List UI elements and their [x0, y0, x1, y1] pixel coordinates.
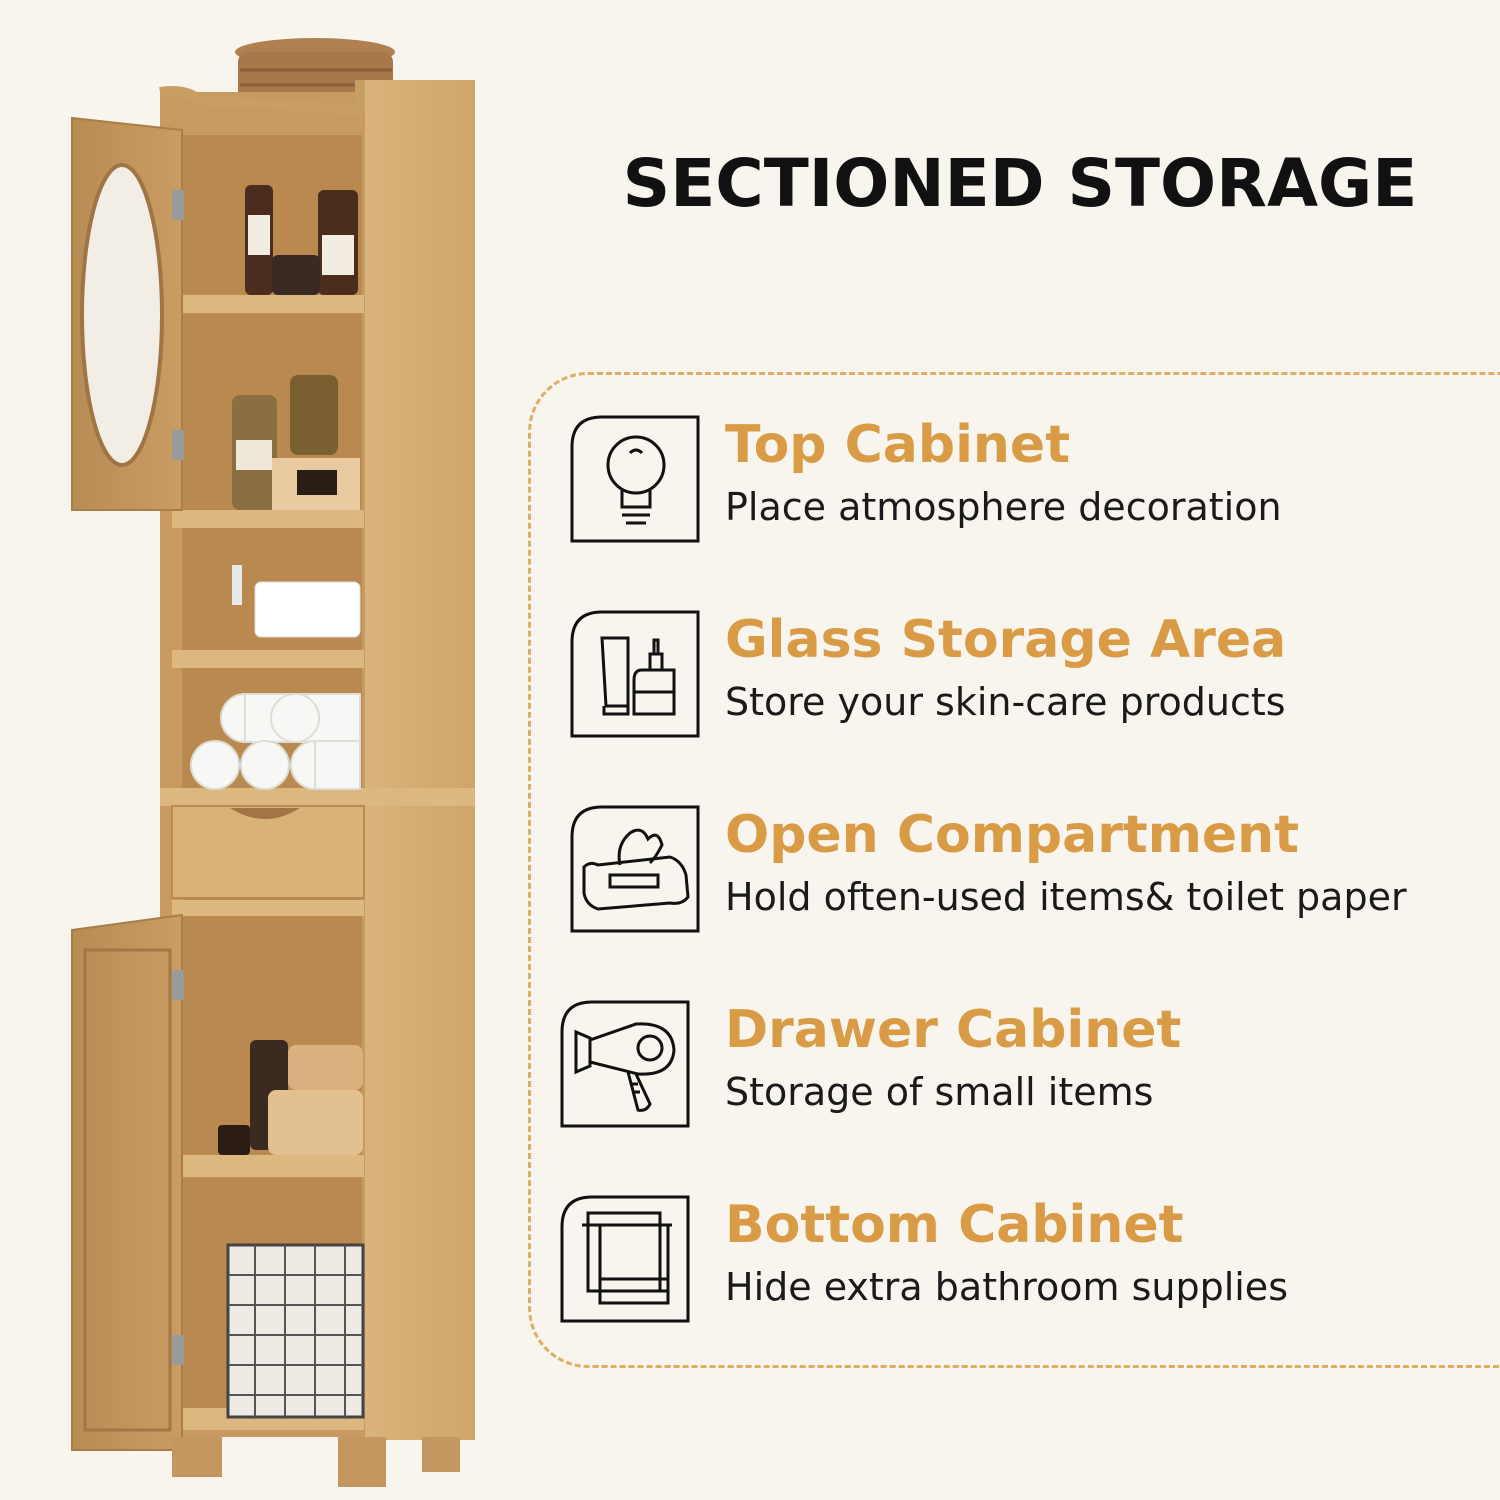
- light-bulb-icon: [570, 415, 700, 545]
- feature-description: Place atmosphere decoration: [725, 485, 1282, 529]
- feature-bottom-cabinet: Bottom Cabinet Hide extra bathroom suppl…: [560, 1195, 1500, 1335]
- feature-description: Storage of small items: [725, 1070, 1154, 1114]
- feature-title: Drawer Cabinet: [725, 1000, 1182, 1060]
- feature-title: Top Cabinet: [725, 415, 1071, 475]
- skincare-bottles-icon: [570, 610, 700, 740]
- feature-drawer-cabinet: Drawer Cabinet Storage of small items: [560, 1000, 1500, 1140]
- feature-description: Hide extra bathroom supplies: [725, 1265, 1288, 1309]
- feature-open-compartment: Open Compartment Hold often-used items& …: [570, 805, 1500, 945]
- feature-description: Store your skin-care products: [725, 680, 1286, 724]
- wet-wipes-icon: [570, 805, 700, 935]
- hair-dryer-icon: [560, 1000, 690, 1130]
- features-panel: [528, 372, 1500, 1368]
- page-title: SECTIONED STORAGE: [622, 145, 1418, 222]
- cabinet-product-image: [71, 38, 475, 1487]
- feature-glass-storage-area: Glass Storage Area Store your skin-care …: [570, 610, 1500, 750]
- towel-rack-icon: [560, 1195, 690, 1325]
- feature-top-cabinet: Top Cabinet Place atmosphere decoration: [570, 415, 1500, 555]
- feature-description: Hold often-used items& toilet paper: [725, 875, 1407, 919]
- feature-title: Glass Storage Area: [725, 610, 1287, 670]
- feature-title: Open Compartment: [725, 805, 1300, 865]
- feature-title: Bottom Cabinet: [725, 1195, 1184, 1255]
